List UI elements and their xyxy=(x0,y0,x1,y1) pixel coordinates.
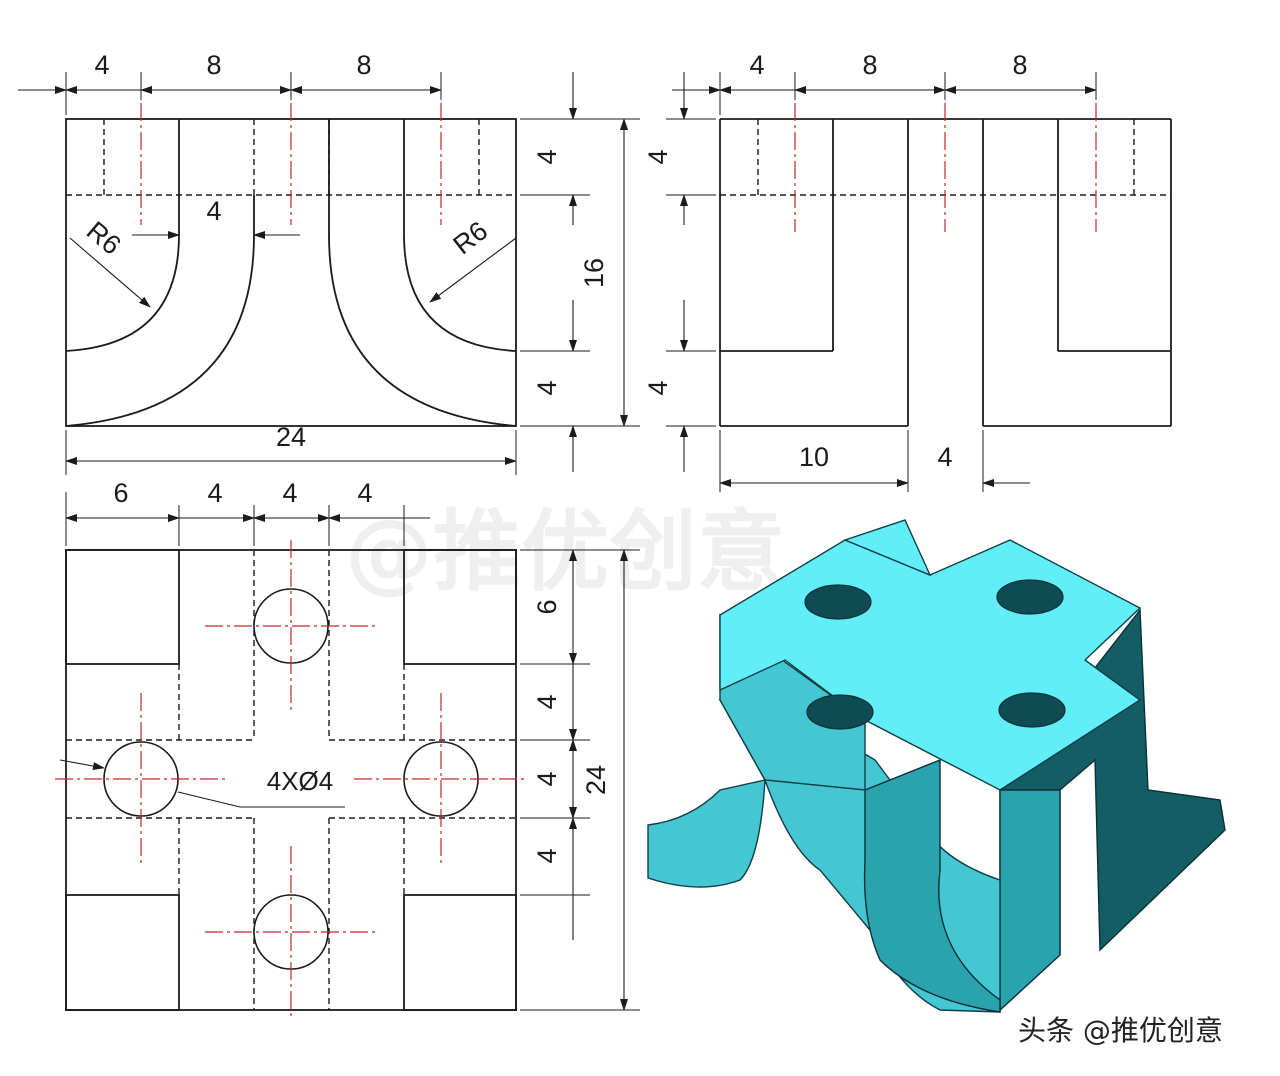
top-dim-overall-depth: 24 xyxy=(581,765,611,795)
side-dim-bottom-1: 10 xyxy=(799,442,829,472)
top-dim-top-3: 4 xyxy=(282,478,297,508)
front-arc-right-outer xyxy=(328,234,517,427)
model-hole-3 xyxy=(806,694,874,730)
front-view: 4 8 8 4 R6 R6 4 16 4 24 xyxy=(18,50,640,475)
top-dim-top-2: 4 xyxy=(207,478,222,508)
front-dim-right-top: 4 xyxy=(532,149,562,164)
model-arch-inner xyxy=(863,758,1001,1013)
model-hole-4 xyxy=(998,692,1066,728)
model-step-face xyxy=(999,789,1061,1012)
model-hole-2 xyxy=(996,579,1064,615)
front-dim-top-1: 4 xyxy=(94,50,109,80)
front-radius-right: R6 xyxy=(448,215,494,260)
front-arc-right-inner xyxy=(403,234,517,352)
model-top-notch xyxy=(842,519,932,577)
top-dim-right-4: 4 xyxy=(532,848,562,863)
top-dim-right-3: 4 xyxy=(532,771,562,786)
front-dim-overall-width: 24 xyxy=(276,422,306,452)
side-dim-left-top: 4 xyxy=(643,149,673,164)
model-hole-1 xyxy=(804,584,872,620)
top-dim-top-1: 6 xyxy=(113,478,128,508)
side-dim-top-2: 8 xyxy=(862,50,877,80)
model-left-foot xyxy=(647,779,766,888)
credit-text: 头条 @推优创意 xyxy=(1018,1014,1223,1047)
side-dim-bottom-2: 4 xyxy=(937,442,952,472)
front-dim-top-3: 8 xyxy=(356,50,371,80)
side-dim-top-1: 4 xyxy=(749,50,764,80)
side-view: 4 8 8 4 4 10 4 xyxy=(643,50,1172,492)
side-dim-left-bottom: 4 xyxy=(643,380,673,395)
hole-callout: 4XØ4 xyxy=(267,766,334,796)
side-dim-top-3: 8 xyxy=(1012,50,1027,80)
top-dim-top-4: 4 xyxy=(357,478,372,508)
front-dim-right-bottom: 4 xyxy=(532,380,562,395)
front-dim-inner-width: 4 xyxy=(206,196,221,226)
top-dim-right-2: 4 xyxy=(532,694,562,709)
watermark: @推优创意 xyxy=(345,500,785,603)
top-view: 4XØ4 6 4 4 4 6 4 4 4 24 xyxy=(55,478,640,1018)
top-dim-right-1: 6 xyxy=(532,599,562,614)
isometric-model xyxy=(647,519,1226,1013)
front-dim-right-height: 16 xyxy=(579,258,609,288)
front-arc-left-inner xyxy=(65,234,180,352)
front-arc-left-outer xyxy=(65,234,255,427)
front-dim-top-2: 8 xyxy=(206,50,221,80)
